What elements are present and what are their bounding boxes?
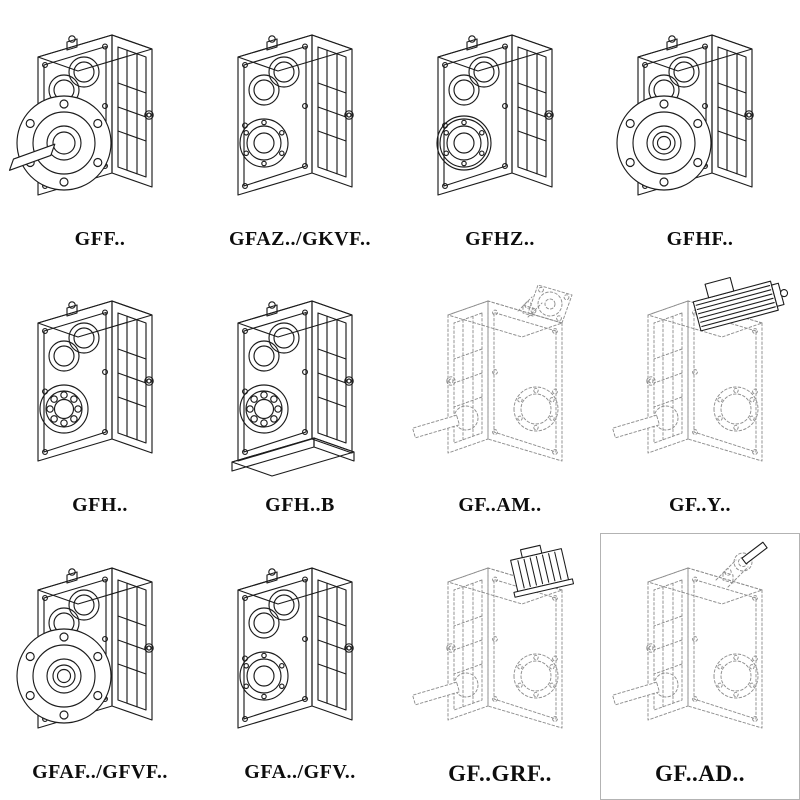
gearbox-drawing: [231, 300, 355, 477]
gearbox-drawing: [16, 567, 154, 729]
gearbox-drawing: [237, 34, 354, 196]
model-label: GFAZ../GKVF..: [228, 228, 372, 250]
gearbox-cell-gfhz: GFHZ..: [400, 0, 600, 266]
gearbox-cell-gf-am: GF..AM..: [400, 266, 600, 533]
model-label: GF..GRF..: [448, 761, 552, 786]
model-label: GFH..: [72, 494, 128, 516]
model-label: GFAF../GFVF..: [32, 761, 168, 783]
gearbox-cell-gf-y: GF..Y..: [600, 266, 800, 533]
gearbox-cell-gff: GFF..: [0, 0, 200, 266]
model-label: GF..Y..: [668, 494, 732, 516]
gearbox-cell-gf-ad: GF..AD..: [600, 533, 800, 800]
gearbox-cell-gfaf-gfvf: GFAF../GFVF..: [0, 533, 200, 800]
gearbox-cell-gfh-b: GFH..B: [200, 266, 400, 533]
gearbox-drawing: [436, 34, 554, 196]
gearbox-drawing: [612, 541, 768, 729]
gearbox-cell-gfaz-gkvf: GFAZ../GKVF..: [200, 0, 400, 266]
gearbox-drawing: [412, 284, 573, 462]
gearbox-drawing: [237, 567, 354, 729]
gearbox-cell-gf-grf: GF..GRF..: [400, 533, 600, 800]
model-label: GFHZ..: [465, 228, 535, 250]
gearbox-cell-gfhf: GFHF..: [600, 0, 800, 266]
model-label: GFA../GFV..: [244, 761, 356, 783]
gearbox-drawing: [37, 300, 154, 462]
gearbox-cell-gfa-gfv: GFA../GFV..: [200, 533, 400, 800]
gearbox-drawing: [612, 276, 789, 462]
model-label: GF..AM..: [458, 494, 542, 516]
model-label: GFH..B: [265, 494, 335, 516]
model-label: GFHF..: [666, 228, 734, 250]
gearbox-drawing: [616, 34, 754, 196]
model-label: GFF..: [74, 228, 126, 250]
gearbox-cell-gfh: GFH..: [0, 266, 200, 533]
gearbox-drawing: [8, 34, 154, 196]
gearbox-drawing: [412, 544, 575, 729]
model-label: GF..AD..: [654, 761, 746, 786]
